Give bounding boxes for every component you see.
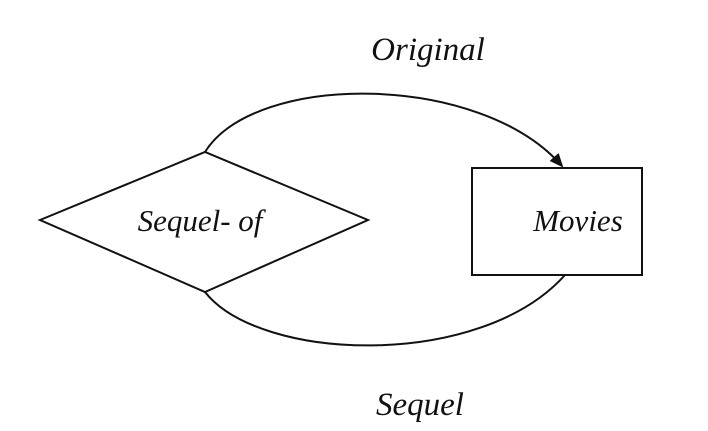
- entity-label: Movies: [532, 203, 623, 238]
- relationship-label: Sequel- of: [138, 203, 267, 238]
- original-role-label: Original: [371, 32, 485, 68]
- original-role-arc: [204, 92, 564, 168]
- entity-rectangle: [471, 167, 643, 276]
- sequel-role-label: Sequel: [376, 387, 464, 423]
- relationship-diamond: [37, 150, 371, 294]
- sequel-role-arc: [204, 274, 566, 347]
